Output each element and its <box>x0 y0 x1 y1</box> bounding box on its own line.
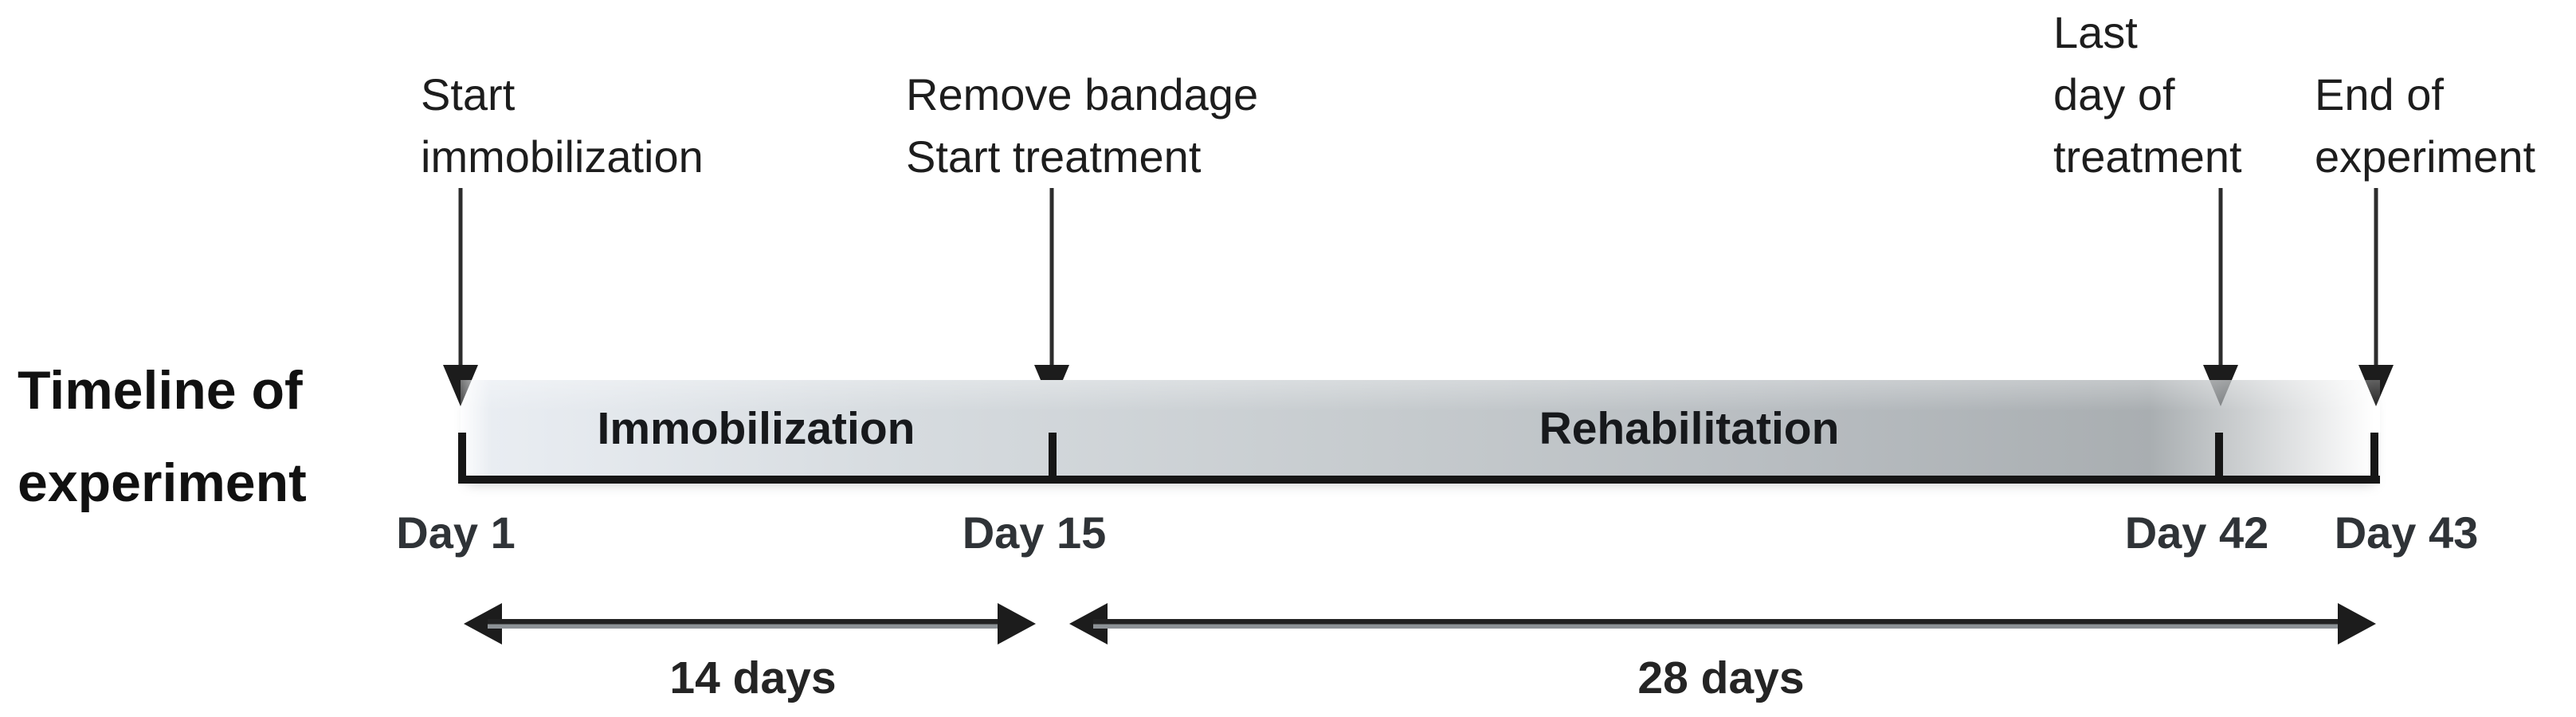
annotation-line: End of <box>2315 69 2444 120</box>
figure-title: Timeline of experiment <box>18 344 307 529</box>
arrowhead-right-icon <box>998 603 1036 645</box>
bar-segment-label-rehabilitation: Rehabilitation <box>1539 403 1840 454</box>
day-marker-label-15: Day 15 <box>962 507 1107 558</box>
timeline-bar <box>461 380 2380 476</box>
duration-arrow-14-days <box>464 603 1036 645</box>
bar-segment-label-immobilization: Immobilization <box>597 403 916 454</box>
timeline-axis <box>461 476 2380 484</box>
arrow-shaft <box>2218 188 2223 368</box>
duration-arrow-28-days <box>1069 603 2376 645</box>
arrow-shaft <box>1049 188 1054 368</box>
arrow-shaft <box>488 619 1012 629</box>
arrow-shaft <box>1093 619 2352 629</box>
duration-label-14-days: 14 days <box>669 652 837 703</box>
axis-tick-day15 <box>1049 433 1057 484</box>
duration-label-28-days: 28 days <box>1637 652 1805 703</box>
axis-tick-day43 <box>2370 433 2378 484</box>
annotation-line: Start <box>421 69 516 120</box>
annotation-line: day of <box>2053 69 2175 120</box>
annotation-line: experiment <box>2315 131 2536 182</box>
annotation-start-immobilization: Start immobilization <box>421 64 704 188</box>
annotation-line: Last <box>2053 7 2138 57</box>
day-marker-label-42: Day 42 <box>2124 507 2269 558</box>
annotation-line: treatment <box>2053 131 2242 182</box>
annotation-line: Start treatment <box>906 131 1202 182</box>
axis-tick-day1 <box>458 433 466 484</box>
figure-title-line1: Timeline of <box>18 360 303 421</box>
annotation-line: Remove bandage <box>906 69 1259 120</box>
axis-tick-day42 <box>2215 433 2223 484</box>
annotation-end-of-experiment: End of experiment <box>2315 64 2535 188</box>
arrow-shaft <box>458 188 463 368</box>
annotation-remove-bandage-start-treatment: Remove bandage Start treatment <box>906 64 1258 188</box>
day-marker-label-1: Day 1 <box>396 507 516 558</box>
figure-title-line2: experiment <box>18 453 307 513</box>
arrow-shaft <box>2374 188 2378 368</box>
annotation-line: immobilization <box>421 131 704 182</box>
day-marker-label-43: Day 43 <box>2334 507 2479 558</box>
annotation-last-day-of-treatment: Last day of treatment <box>2053 2 2242 188</box>
arrowhead-right-icon <box>2338 603 2376 645</box>
